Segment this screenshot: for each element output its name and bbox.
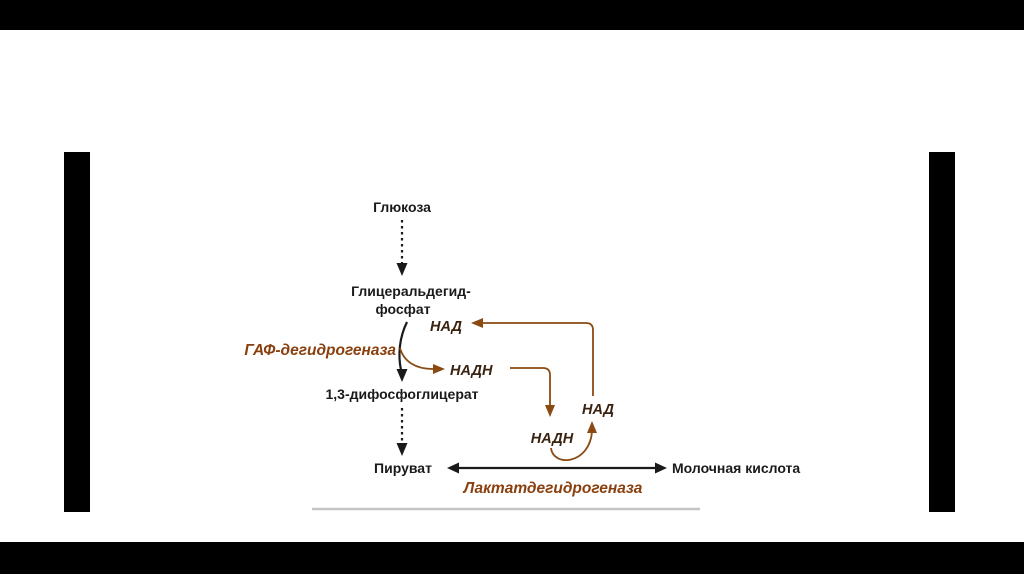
left-black-bar	[64, 152, 90, 512]
cofactor-nadh-bottom: НАДН	[531, 431, 574, 447]
cofactor-nad-bottom: НАД	[582, 402, 614, 418]
bottom-black-bar	[0, 542, 1024, 574]
brown-branch-to-nadh	[399, 347, 434, 370]
arrowhead-toward-lactate	[655, 462, 667, 474]
arrowhead-bpg-to-pyruvate	[396, 443, 408, 456]
arrow-gap-to-bpg	[398, 321, 408, 371]
enzyme-ldh: Лактатдегидрогеназа	[463, 480, 643, 497]
node-bisphosphoglycerate: 1,3-дифосфоглицерат	[325, 386, 478, 402]
right-black-bar	[929, 152, 955, 512]
arrowhead-nadh-down	[545, 405, 555, 417]
arrowhead-to-nadh-top	[433, 364, 445, 374]
node-lactic-acid: Молочная кислота	[672, 460, 800, 476]
node-glucose: Глюкоза	[373, 199, 431, 215]
node-pyruvate: Пируват	[374, 460, 432, 476]
arrowhead-to-nad-bottom	[587, 421, 597, 433]
cofactor-nad-top: НАД	[430, 319, 462, 335]
brown-line-nadh-down	[510, 367, 551, 406]
enzyme-gapdh: ГАФ-дегидрогеназа	[244, 342, 396, 359]
node-glyceraldehyde-phosphate-line2: фосфат	[375, 301, 430, 317]
arrowhead-toward-pyruvate	[447, 462, 459, 474]
brown-line-nad-recycle	[482, 322, 594, 396]
cofactor-nadh-top: НАДН	[450, 363, 493, 379]
arrowhead-gap-to-bpg	[396, 369, 408, 382]
arrowhead-to-nad-top	[471, 318, 483, 328]
top-black-bar	[0, 0, 1024, 30]
arrowhead-glucose-to-gap	[396, 263, 408, 276]
node-glyceraldehyde-phosphate-line1: Глицеральдегид-	[351, 283, 471, 299]
brown-curve-nadh-to-nad	[550, 431, 593, 461]
